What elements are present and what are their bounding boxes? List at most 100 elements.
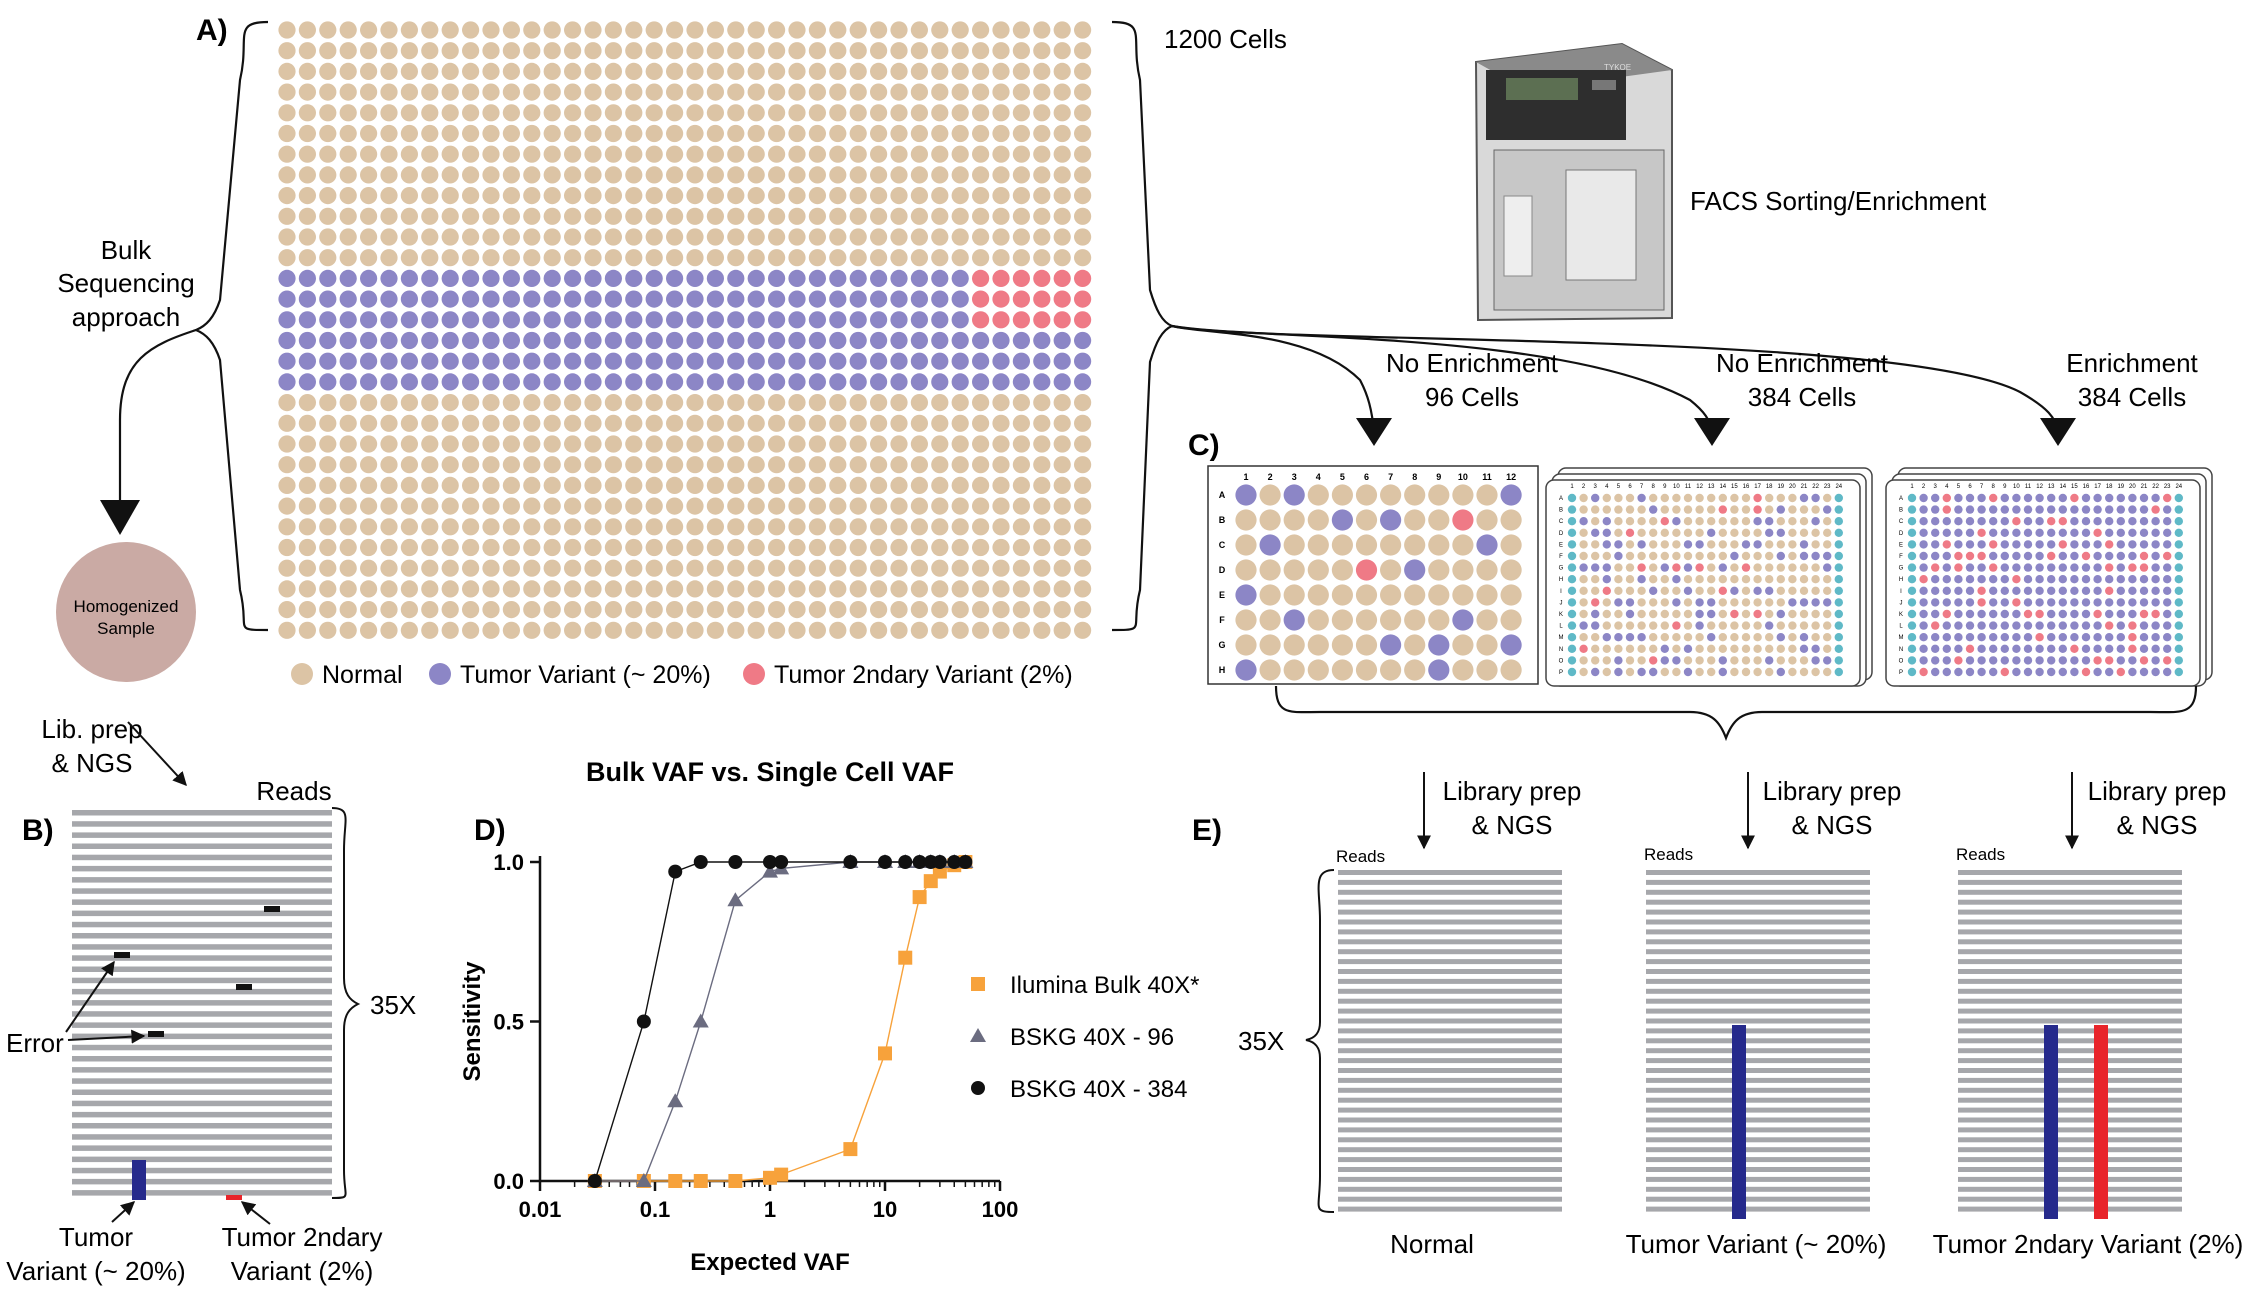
plate384-normal-well (1625, 517, 1635, 526)
normal-cell (829, 580, 847, 598)
normal-cell (380, 580, 398, 598)
plate384-tumor-well (2139, 575, 2149, 584)
normal-cell (747, 456, 765, 474)
plate96-normal-well (1235, 634, 1257, 656)
plate96-normal-well (1404, 584, 1426, 606)
plate384-control-well (1907, 563, 1917, 572)
normal-cell (462, 394, 480, 412)
normal-cell (768, 621, 786, 639)
plate384-normal-well (1672, 667, 1681, 677)
plate384-tumor-well (2139, 528, 2149, 537)
data-point (668, 864, 683, 879)
tumor-cell (686, 269, 704, 287)
normal-cell (319, 601, 337, 619)
normal-cell (666, 456, 684, 474)
normal-cell (972, 124, 990, 143)
read-line (1646, 959, 1870, 965)
normal-cell (706, 538, 725, 557)
read-line (72, 977, 332, 984)
normal-cell (298, 580, 316, 598)
plate384-normal-well (1707, 563, 1716, 572)
normal-cell (482, 538, 500, 557)
plate384-normal-well (1602, 551, 1612, 561)
plate384-tumor-well (1660, 656, 1670, 665)
data-point (898, 950, 913, 965)
normal-cell (319, 104, 337, 122)
plate384-secondary-well (1977, 551, 1986, 561)
plate384-tumor-well (2012, 528, 2021, 537)
y-tick-label: 0.5 (493, 1010, 524, 1035)
plate384-normal-well (1823, 609, 1832, 619)
plate384-normal-well (1695, 633, 1704, 642)
normal-cell (992, 394, 1010, 412)
plate384-normal-well (1741, 505, 1751, 514)
secondary-variant-cell (1033, 311, 1051, 329)
plate96-col-label: 12 (1506, 472, 1516, 482)
plate384-normal-well (1776, 586, 1786, 595)
normal-cell (849, 228, 867, 246)
normal-cell (1012, 414, 1030, 432)
plate384-normal-well (1672, 609, 1681, 619)
normal-cell (890, 83, 908, 101)
normal-cell (1033, 187, 1051, 205)
normal-cell (421, 394, 439, 412)
normal-cell (1053, 187, 1071, 205)
plate384-normal-well (1799, 528, 1809, 537)
tumor-cell (319, 331, 337, 350)
normal-cell (951, 124, 969, 143)
plate384-tumor-well (2151, 621, 2160, 630)
tumor-cell (666, 269, 684, 287)
tumor-cell (1033, 373, 1051, 391)
plate96-normal-well (1380, 534, 1402, 556)
plate384-normal-well (1695, 667, 1704, 677)
plate384-tumor-well (2023, 528, 2033, 537)
read-line (1338, 1008, 1562, 1014)
tumor-cell (1074, 352, 1092, 370)
tumor-cell (747, 290, 765, 308)
normal-cell (604, 249, 623, 267)
plate384-tumor-well (1919, 528, 1928, 537)
plate384-secondary-well (2000, 667, 2010, 677)
read-line (1338, 1157, 1562, 1163)
normal-cell (523, 187, 541, 205)
normal-cell (523, 601, 541, 619)
plate384-secondary-well (1931, 621, 1940, 630)
normal-cell (1053, 21, 1071, 39)
plate384-tumor-well (1637, 575, 1646, 584)
normal-cell (625, 83, 643, 101)
read-line (1958, 879, 2182, 885)
plate384-tumor-well (1954, 644, 1963, 653)
plate384-tumor-well (2023, 540, 2033, 549)
plate384-normal-well (1672, 586, 1681, 595)
normal-cell (1012, 228, 1030, 246)
tumor-cell (482, 352, 500, 370)
tumor-cell (931, 331, 949, 350)
plate384-normal-well (1683, 598, 1693, 607)
normal-cell (1074, 166, 1092, 184)
plate384-tumor-well (1965, 563, 1975, 572)
normal-cell (910, 394, 929, 412)
normal-cell (951, 104, 969, 122)
normal-cell (890, 145, 908, 163)
panel-e-label: E) (1192, 814, 1222, 847)
tumor-cell (298, 290, 316, 308)
plate96-tumor-well (1380, 634, 1402, 656)
plate384-normal-well (1718, 493, 1728, 503)
plate384-normal-well (1707, 621, 1716, 630)
data-point (636, 1014, 651, 1029)
plate96-normal-well (1283, 659, 1305, 681)
normal-cell (421, 228, 439, 246)
plate384-normal-well (1730, 621, 1739, 630)
normal-cell (890, 42, 908, 60)
data-point (843, 1142, 858, 1157)
plate96-normal-well (1428, 534, 1450, 556)
normal-cell (747, 538, 765, 557)
data-point (912, 855, 927, 869)
tumor-cell (808, 290, 827, 308)
plate384-col-label: 16 (2083, 484, 2090, 490)
plate384-tumor-well (2116, 528, 2125, 537)
plate384-secondary-well (2105, 656, 2114, 665)
plate384-tumor-well (2000, 551, 2010, 561)
plate384-tumor-well (1602, 575, 1612, 584)
plate384-tumor-well (2093, 598, 2102, 607)
